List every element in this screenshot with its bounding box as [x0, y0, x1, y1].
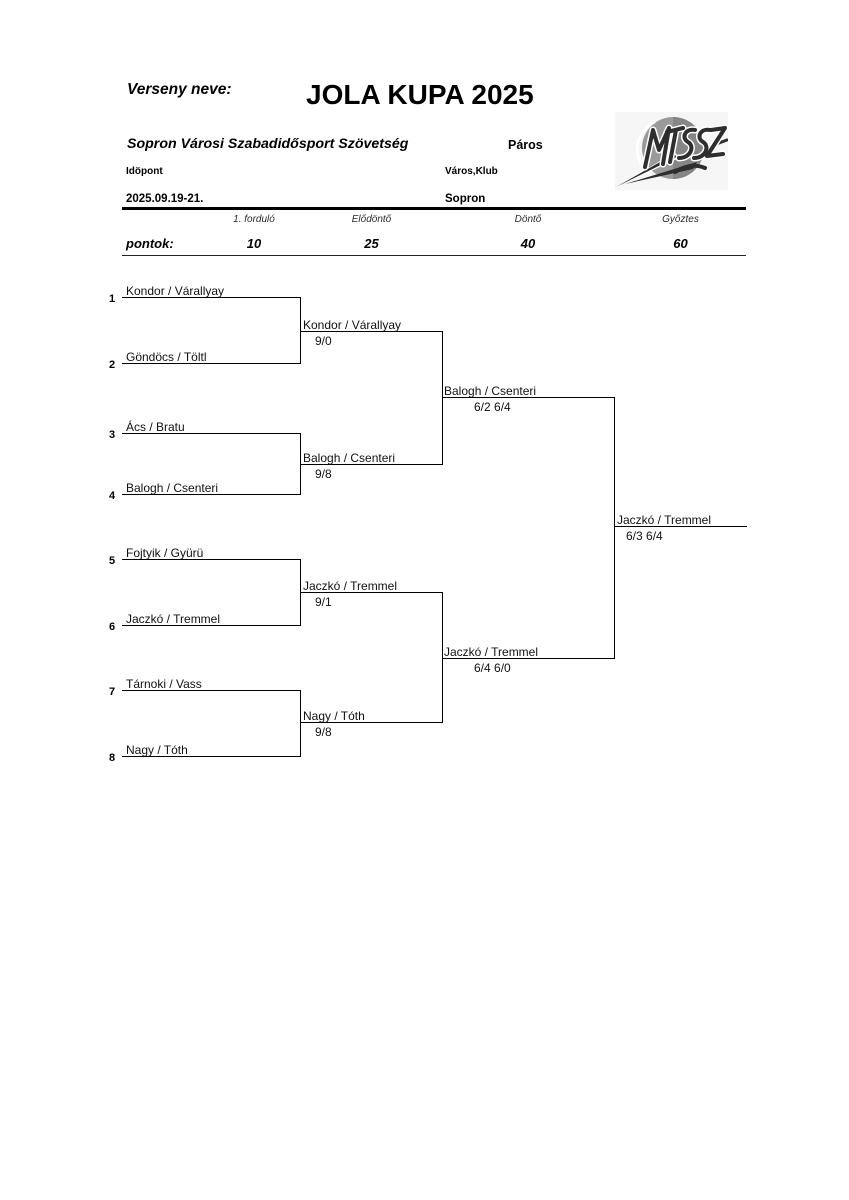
bracket-line — [122, 297, 301, 298]
team-name: Ács / Bratu — [126, 419, 185, 434]
seed-number: 5 — [109, 555, 116, 568]
team-name: Balogh / Csenteri — [444, 383, 537, 398]
team-name: Fojtyik / Gyürü — [126, 545, 204, 560]
bracket-line — [122, 559, 301, 560]
seed-number: 3 — [109, 429, 116, 442]
winner-name: Jaczkó / Tremmel — [617, 512, 712, 527]
bracket-line — [301, 722, 442, 723]
points-value: 10 — [246, 235, 262, 251]
bracket-line — [122, 690, 301, 691]
bracket-line — [442, 658, 614, 659]
team-name: Nagy / Tóth — [303, 708, 365, 723]
bracket-line — [122, 494, 301, 495]
seed-number: 8 — [109, 752, 116, 765]
header-divider-thick — [122, 207, 746, 210]
venue-value: Sopron — [445, 193, 486, 206]
match-score: 9/8 — [315, 725, 332, 739]
team-name: Jaczkó / Tremmel — [303, 578, 398, 593]
team-name: Jaczkó / Tremmel — [444, 644, 539, 659]
match-score: 9/8 — [315, 467, 332, 481]
team-name: Kondor / Várallyay — [126, 283, 225, 298]
bracket-connector — [442, 592, 443, 723]
team-name: Balogh / Csenteri — [126, 480, 219, 495]
seed-number: 1 — [109, 293, 116, 306]
bracket-line — [122, 433, 301, 434]
bracket-connector — [442, 331, 443, 465]
association-logo-icon — [615, 112, 728, 190]
round-label: Győztes — [662, 214, 699, 225]
header-divider-thin — [122, 254, 746, 256]
bracket-line — [301, 331, 442, 332]
match-score: 6/4 6/0 — [474, 661, 511, 675]
seed-number: 6 — [109, 621, 116, 634]
seed-number: 4 — [109, 490, 116, 503]
bracket-connector — [614, 397, 615, 659]
round-label: 1. forduló — [233, 214, 275, 225]
seed-number: 7 — [109, 686, 116, 699]
points-value: 60 — [673, 235, 688, 251]
tournament-title: JOLA KUPA 2025 — [306, 79, 534, 111]
date-label: Idöpont — [126, 166, 163, 177]
points-value: 40 — [520, 235, 536, 251]
bracket-connector — [300, 297, 301, 364]
team-name: Kondor / Várallyay — [303, 317, 402, 332]
team-name: Tárnoki / Vass — [126, 676, 202, 691]
bracket-line — [301, 592, 442, 593]
bracket-connector — [300, 690, 301, 757]
date-value: 2025.09.19-21. — [126, 193, 204, 206]
team-name: Jaczkó / Tremmel — [126, 611, 221, 626]
organizer-name: Sopron Városi Szabadidősport Szövetség — [127, 136, 409, 152]
venue-label: Város,Klub — [445, 166, 498, 177]
winner-score: 6/3 6/4 — [626, 529, 663, 543]
points-label: pontok: — [126, 235, 174, 251]
bracket-line — [122, 625, 301, 626]
competition-name-label: Verseny neve: — [127, 81, 232, 98]
round-label: Elődöntő — [351, 214, 392, 225]
logo-lettering — [641, 124, 728, 171]
points-value: 25 — [364, 235, 379, 251]
bracket-line — [122, 363, 301, 364]
bracket-connector — [300, 559, 301, 626]
seed-number: 2 — [109, 359, 116, 372]
category-label: Páros — [508, 137, 543, 152]
round-label: Döntő — [514, 214, 542, 225]
bracket-connector — [300, 433, 301, 495]
match-score: 9/1 — [315, 595, 332, 609]
bracket-line — [122, 756, 301, 757]
match-score: 6/2 6/4 — [474, 400, 511, 414]
team-name: Nagy / Tóth — [126, 742, 188, 757]
bracket-line — [614, 526, 747, 527]
bracket-line — [301, 464, 442, 465]
team-name: Balogh / Csenteri — [303, 450, 396, 465]
team-name: Göndöcs / Töltl — [126, 349, 207, 364]
bracket-line — [442, 397, 614, 398]
match-score: 9/0 — [315, 334, 332, 348]
